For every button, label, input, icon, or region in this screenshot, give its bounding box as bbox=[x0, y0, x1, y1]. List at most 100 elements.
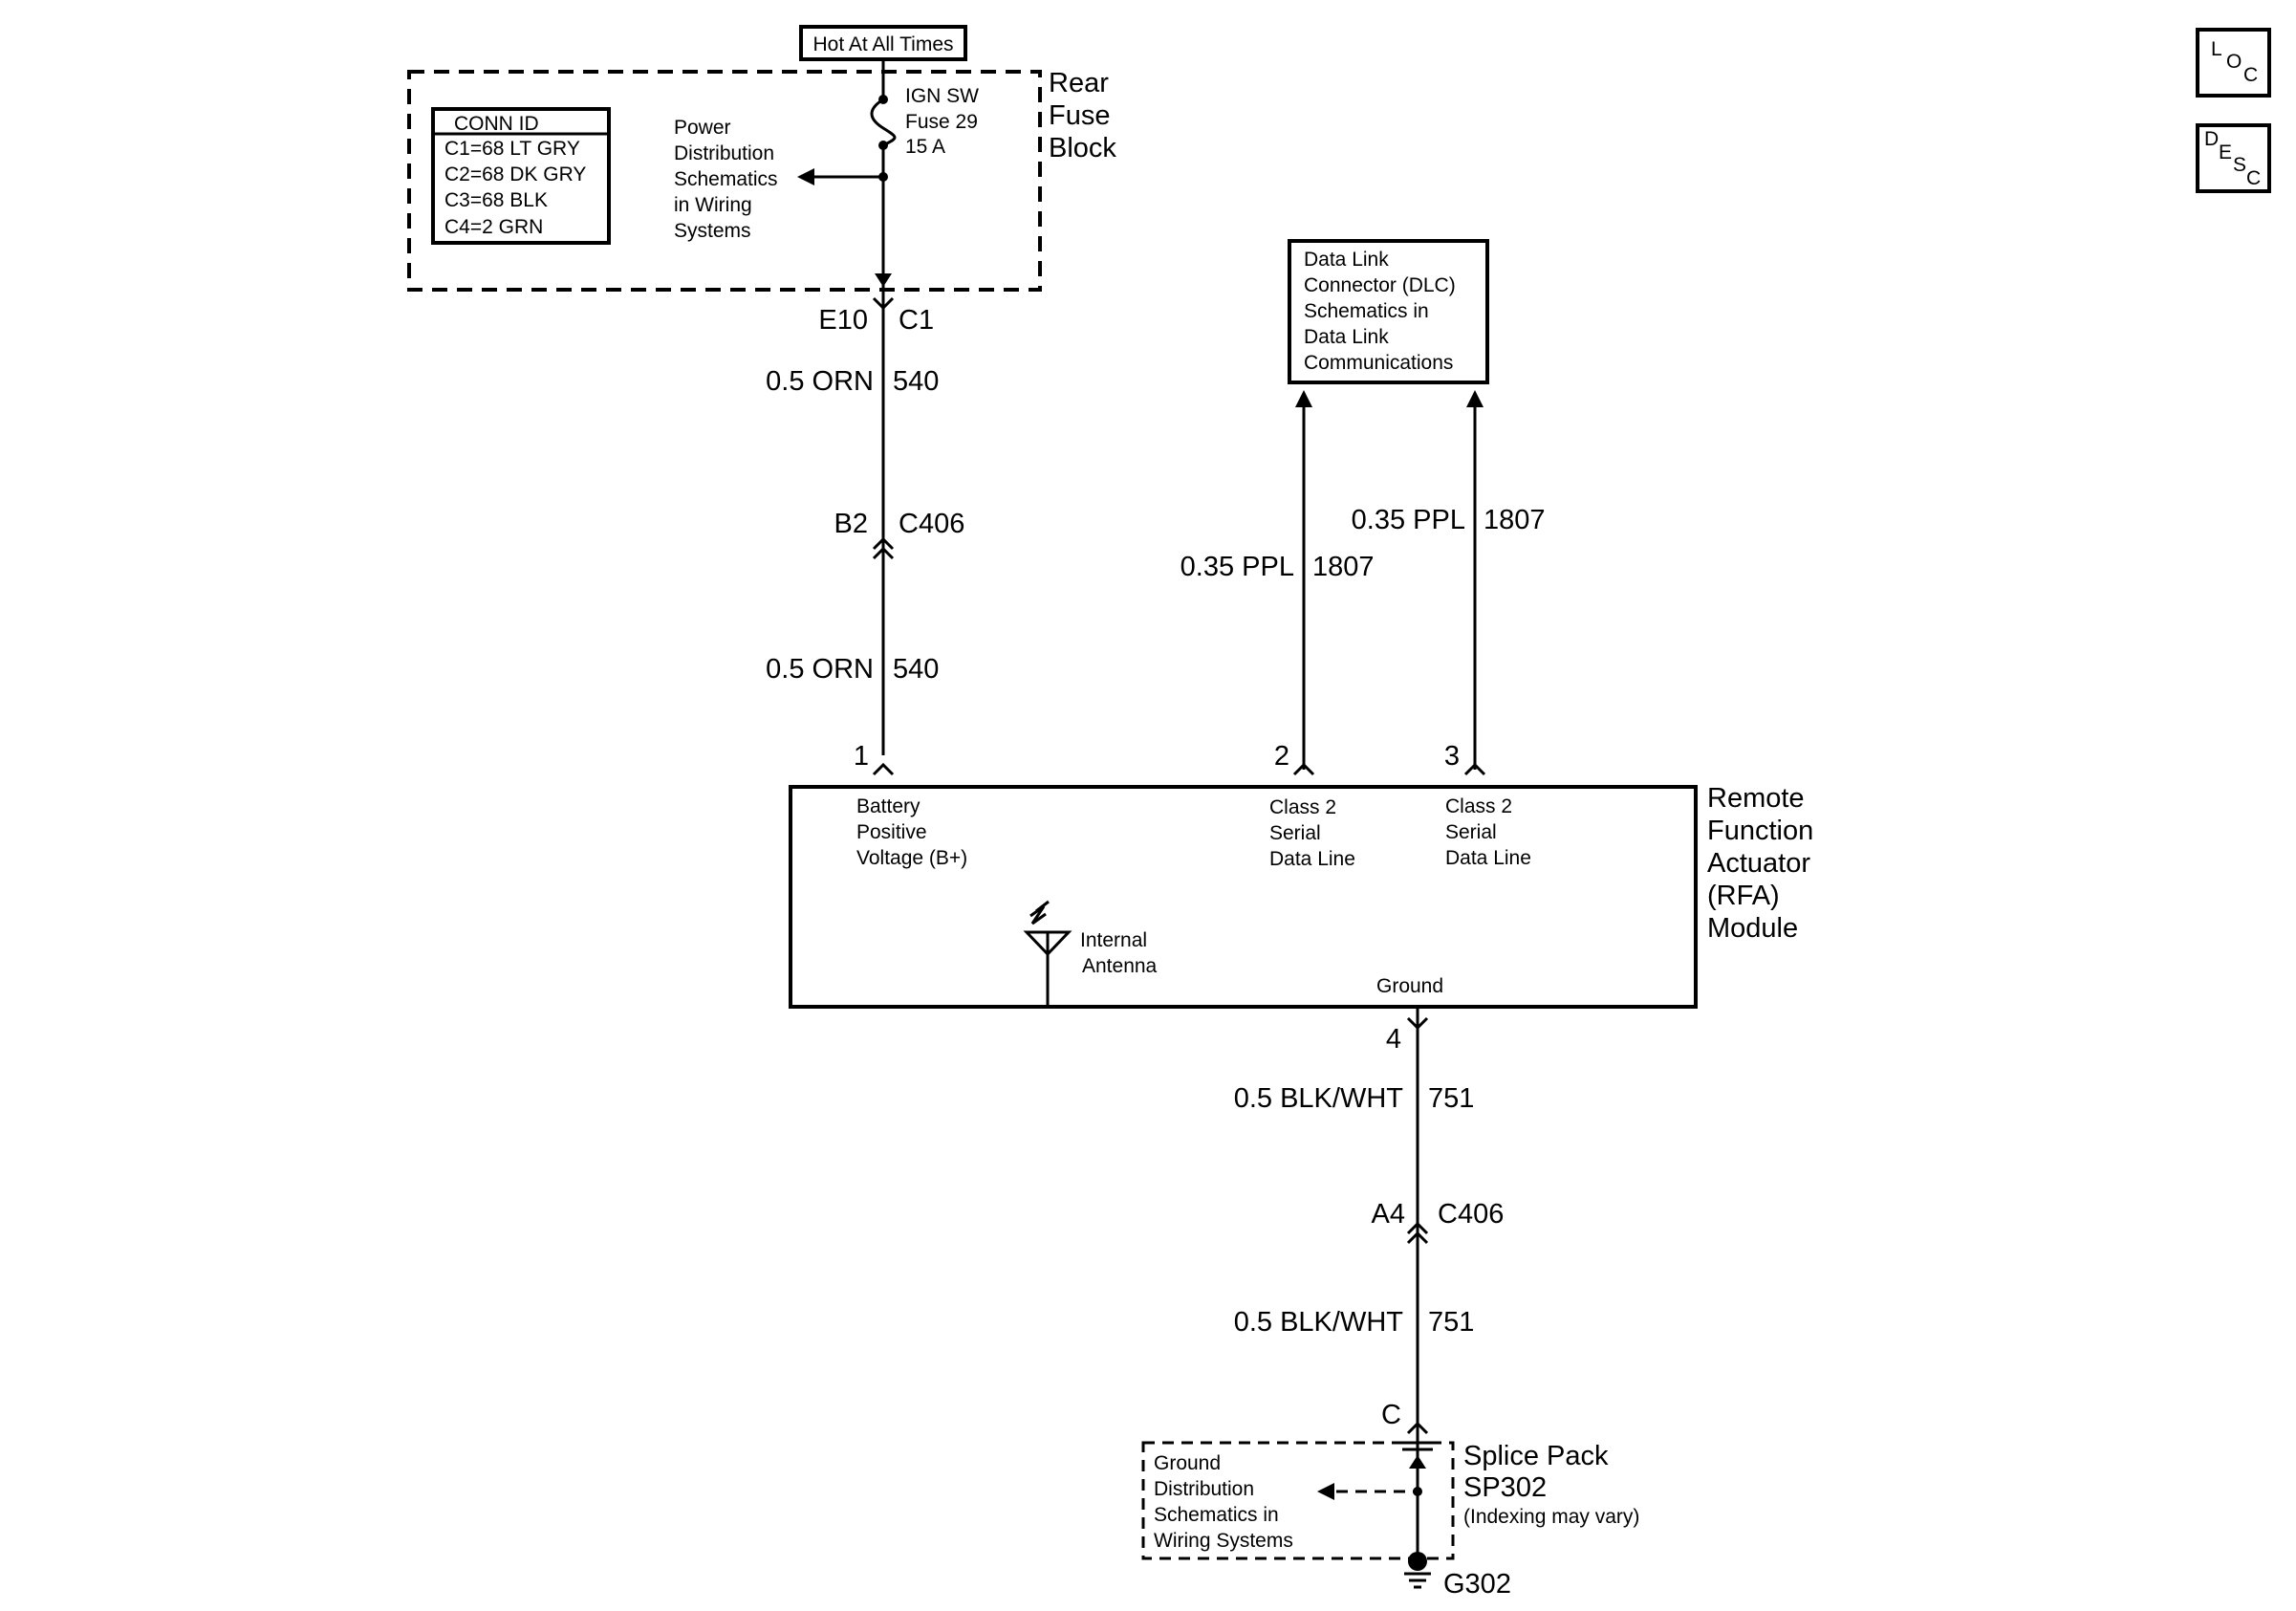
arrow-right-icon bbox=[1317, 1483, 1334, 1500]
wire-540: E10 C1 0.5 ORN 540 B2 C406 0.5 ORN 540 1 bbox=[766, 145, 964, 776]
dlc-line-2: Connector (DLC) bbox=[1304, 274, 1456, 296]
conn-c: C bbox=[1381, 1400, 1401, 1430]
wire-1807-b-circuit: 1807 bbox=[1484, 505, 1546, 535]
rear-fuse-block-line-1: Rear bbox=[1049, 68, 1109, 98]
loc-letter-c: C bbox=[2243, 64, 2258, 86]
wire-1807-a-gauge: 0.35 PPL bbox=[1180, 552, 1294, 582]
splice-pack-line-3: (Indexing may vary) bbox=[1463, 1506, 1639, 1528]
conn-id-table: CONN ID C1=68 LT GRY C2=68 DK GRY C3=68 … bbox=[431, 107, 611, 245]
power-distribution-ref: Power Distribution Schematics in Wiring … bbox=[674, 117, 883, 242]
dlc-line-5: Communications bbox=[1304, 352, 1453, 374]
rfa-title-line-5: Module bbox=[1707, 913, 1798, 944]
wire-1807-a: 0.35 PPL 1807 2 bbox=[1180, 390, 1375, 776]
g302-label: G302 bbox=[1443, 1569, 1511, 1600]
hot-label: Hot At All Times bbox=[812, 33, 953, 55]
loc-letter-o: O bbox=[2226, 51, 2242, 73]
wire-751-gauge-top: 0.5 BLK/WHT bbox=[1234, 1083, 1404, 1114]
rfa-title-line-3: Actuator bbox=[1707, 848, 1810, 879]
desc-letter-e: E bbox=[2219, 142, 2232, 163]
rear-fuse-block: Rear Fuse Block bbox=[407, 68, 1116, 292]
conn-id-row-2: C2=68 DK GRY bbox=[444, 163, 586, 185]
ground-dist-line-1: Ground bbox=[1154, 1452, 1221, 1474]
ground-g302: G302 bbox=[1404, 1552, 1511, 1600]
desc-letter-c: C bbox=[2246, 167, 2261, 189]
fuse-line-2: Fuse 29 bbox=[905, 111, 978, 133]
antenna-line-2: Antenna bbox=[1082, 955, 1158, 977]
rfa-title-line-1: Remote bbox=[1707, 783, 1805, 814]
ground-dist-line-4: Wiring Systems bbox=[1154, 1530, 1293, 1552]
pin-2: 2 bbox=[1274, 741, 1289, 772]
rfa-module: Remote Function Actuator (RFA) Module Ba… bbox=[789, 783, 1813, 1009]
dlc-line-4: Data Link bbox=[1304, 326, 1389, 348]
conn-c406-b: C406 bbox=[1438, 1199, 1504, 1230]
dlc-line-3: Schematics in bbox=[1304, 300, 1429, 322]
pin-4: 4 bbox=[1386, 1024, 1401, 1055]
dlc-box: Data Link Connector (DLC) Schematics in … bbox=[1288, 239, 1489, 384]
dlc-line-1: Data Link bbox=[1304, 249, 1389, 271]
arrow-up-icon bbox=[1409, 1455, 1426, 1469]
wire-1807-a-circuit: 1807 bbox=[1312, 552, 1375, 582]
class2-b-line-3: Data Line bbox=[1445, 847, 1531, 869]
battery-line-2: Positive bbox=[856, 821, 927, 843]
loc-letter-l: L bbox=[2211, 38, 2222, 60]
wire-751-gauge-bottom: 0.5 BLK/WHT bbox=[1234, 1307, 1404, 1338]
pin-3: 3 bbox=[1444, 741, 1460, 772]
ground-icon bbox=[1404, 1552, 1431, 1589]
hot-at-all-times-box: Hot At All Times bbox=[799, 25, 967, 61]
antenna-icon bbox=[1023, 900, 1072, 1007]
wire-1807-b: 0.35 PPL 1807 3 bbox=[1352, 390, 1546, 776]
power-dist-line-3: Schematics bbox=[674, 168, 778, 190]
rfa-title-line-4: (RFA) bbox=[1707, 881, 1780, 911]
wire-540-gauge-bottom: 0.5 ORN bbox=[766, 654, 874, 685]
power-dist-line-2: Distribution bbox=[674, 142, 774, 164]
battery-line-3: Voltage (B+) bbox=[856, 847, 967, 869]
desc-letter-s: S bbox=[2233, 154, 2246, 176]
pin-1: 1 bbox=[854, 741, 869, 772]
conn-b2: B2 bbox=[834, 509, 868, 539]
wire-540-circuit-top: 540 bbox=[893, 366, 939, 397]
wire-540-circuit-bottom: 540 bbox=[893, 654, 939, 685]
wire-1807-b-gauge: 0.35 PPL bbox=[1352, 505, 1465, 535]
conn-e10: E10 bbox=[818, 305, 868, 336]
ground-dist-line-3: Schematics in bbox=[1154, 1504, 1279, 1526]
wire-751: 4 0.5 BLK/WHT 751 A4 C406 0.5 BLK/WHT 75… bbox=[1234, 1007, 1504, 1472]
fuse-29: IGN SW Fuse 29 15 A bbox=[870, 59, 979, 182]
class2-b-line-1: Class 2 bbox=[1445, 795, 1512, 817]
arrow-left-icon bbox=[797, 168, 814, 185]
power-dist-line-1: Power bbox=[674, 117, 731, 139]
ground-dist-line-2: Distribution bbox=[1154, 1478, 1254, 1500]
arrow-up-icon bbox=[1466, 390, 1484, 407]
conn-id-row-1: C1=68 LT GRY bbox=[444, 138, 580, 160]
wire-751-circuit-bottom: 751 bbox=[1428, 1307, 1474, 1338]
conn-id-row-3: C3=68 BLK bbox=[444, 189, 548, 211]
ground-label: Ground bbox=[1376, 975, 1443, 997]
loc-button[interactable]: L O C bbox=[2196, 28, 2271, 98]
fuse-line-1: IGN SW bbox=[905, 85, 979, 107]
antenna-line-1: Internal bbox=[1080, 929, 1147, 951]
power-dist-line-4: in Wiring bbox=[674, 194, 752, 216]
conn-id-row-4: C4=2 GRN bbox=[444, 216, 543, 238]
splice-pack-line-1: Splice Pack bbox=[1463, 1441, 1609, 1471]
arrow-up-icon bbox=[1295, 390, 1312, 407]
class2-a-line-1: Class 2 bbox=[1269, 796, 1336, 818]
rear-fuse-block-line-3: Block bbox=[1049, 133, 1116, 163]
desc-letter-d: D bbox=[2204, 128, 2219, 150]
class2-a-line-3: Data Line bbox=[1269, 848, 1355, 870]
rear-fuse-block-line-2: Fuse bbox=[1049, 100, 1110, 131]
conn-a4: A4 bbox=[1372, 1199, 1405, 1230]
battery-line-1: Battery bbox=[856, 795, 921, 817]
conn-c1: C1 bbox=[899, 305, 934, 336]
arrow-down-icon bbox=[875, 273, 892, 287]
class2-a-line-2: Serial bbox=[1269, 822, 1321, 844]
power-dist-line-5: Systems bbox=[674, 220, 751, 242]
conn-id-title: CONN ID bbox=[454, 113, 539, 135]
fuse-line-3: 15 A bbox=[905, 136, 945, 158]
desc-button[interactable]: D E S C bbox=[2196, 123, 2271, 193]
wire-540-gauge-top: 0.5 ORN bbox=[766, 366, 874, 397]
rfa-title-line-2: Function bbox=[1707, 816, 1813, 846]
splice-pack-sp302: Splice Pack SP302 (Indexing may vary) Gr… bbox=[1141, 1441, 1639, 1560]
class2-b-line-2: Serial bbox=[1445, 821, 1497, 843]
splice-pack-line-2: SP302 bbox=[1463, 1472, 1547, 1503]
conn-c406-a: C406 bbox=[899, 509, 964, 539]
